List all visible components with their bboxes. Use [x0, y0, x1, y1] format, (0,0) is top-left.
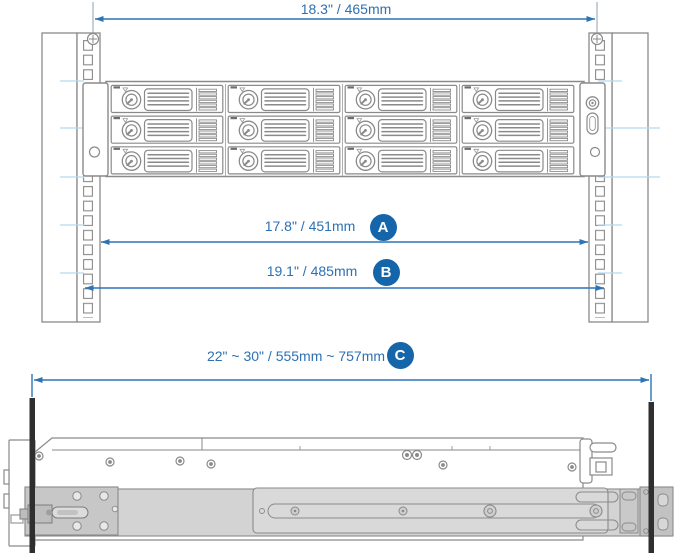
drive-tray	[344, 115, 458, 145]
dimension-extension-lines	[92, 2, 598, 36]
drive-tray	[227, 145, 341, 175]
led-indicator	[586, 112, 599, 135]
front-rack-post-bar	[29, 398, 35, 553]
power-button-icon	[585, 96, 600, 110]
drive-tray	[110, 115, 224, 145]
rear-bracket-hooks	[579, 438, 617, 484]
drive-tray	[461, 115, 575, 145]
dimension-c-lines	[31, 374, 652, 401]
marker-c-badge: C	[386, 341, 414, 369]
dimension-c-label: 22" ~ 30" / 555mm ~ 757mm	[206, 348, 386, 364]
drive-tray	[344, 84, 458, 114]
mounting-screw	[590, 32, 604, 46]
rear-rack-post-bar	[648, 402, 654, 553]
dimension-overall-width-label: 18.3" / 465mm	[300, 1, 392, 17]
rear-rail-section	[575, 488, 639, 534]
marker-a-badge: A	[369, 213, 397, 241]
right-rack-ear	[579, 82, 606, 177]
dimension-b-label: 19.1" / 485mm	[266, 263, 358, 279]
drive-tray	[110, 145, 224, 175]
nas-side-view	[3, 398, 674, 553]
dimension-a-label: 17.8" / 451mm	[264, 218, 356, 234]
drive-tray	[344, 145, 458, 175]
drive-tray	[110, 84, 224, 114]
inner-rail	[252, 487, 609, 534]
alignment-guide-lines	[60, 80, 660, 274]
left-rack-ear	[82, 82, 109, 177]
marker-b-badge: B	[372, 258, 400, 286]
rear-rail-bracket	[639, 486, 674, 537]
drive-tray	[227, 84, 341, 114]
drive-tray	[461, 145, 575, 175]
dimension-lines-front	[85, 16, 604, 291]
mounting-screw	[86, 32, 100, 46]
drive-tray	[461, 84, 575, 114]
slide-rail-assembly	[19, 486, 674, 537]
nas-front-chassis	[82, 80, 606, 178]
chassis-screws	[34, 449, 577, 472]
front-rail-bracket	[19, 486, 119, 536]
drive-tray	[227, 115, 341, 145]
